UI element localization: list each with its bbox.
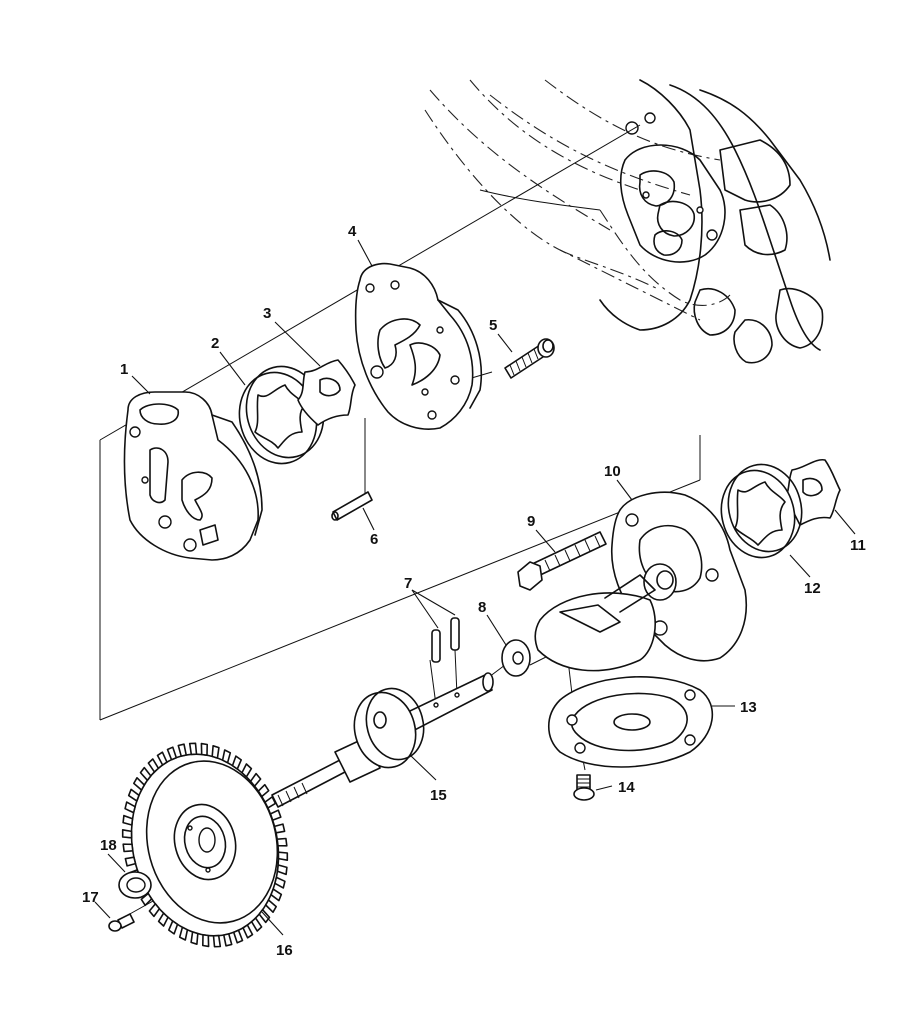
gear-tooth — [168, 920, 179, 935]
gear-tooth — [148, 903, 161, 918]
gear-tooth — [264, 899, 278, 914]
callout-6: 6 — [370, 531, 378, 548]
gear-tooth — [241, 763, 253, 778]
part-12-outer-rotor — [720, 463, 803, 559]
callout-12: 12 — [804, 580, 821, 597]
gear-tooth — [212, 934, 222, 948]
gear-tooth — [177, 743, 187, 757]
gear-tooth — [202, 933, 210, 948]
gear-tooth — [221, 749, 232, 764]
gear-tooth — [200, 742, 208, 757]
callout-11: 11 — [850, 537, 866, 554]
callout-13: 13 — [740, 699, 757, 716]
callout-9: 9 — [527, 513, 535, 530]
gear-tooth — [232, 929, 244, 944]
callout-2: 2 — [211, 335, 219, 352]
gear-tooth — [249, 772, 262, 787]
gear-tooth — [121, 828, 133, 839]
part-16-gear — [121, 742, 289, 948]
gear-tooth — [147, 758, 160, 773]
gear-tooth — [270, 888, 283, 902]
engine-housing — [424, 79, 831, 364]
part-9-long-bolt — [517, 531, 607, 591]
part-14-screw — [573, 774, 595, 801]
gear-tooth — [122, 814, 134, 826]
callout-labels: 1 2 3 4 5 6 7 8 9 10 11 12 13 14 15 16 1… — [82, 223, 866, 959]
part-17-screw — [108, 913, 135, 932]
gear-tooth — [122, 843, 134, 853]
gear-tooth — [139, 766, 152, 782]
gear-tooth — [231, 755, 242, 770]
gear-tooth — [140, 892, 153, 907]
part-1-pump-plate — [123, 391, 263, 561]
callout-15: 15 — [430, 787, 447, 804]
gear-tooth — [250, 917, 263, 932]
gear-tooth — [178, 926, 189, 941]
callout-10: 10 — [604, 463, 621, 480]
part-6-dowel-pin — [331, 491, 373, 521]
callout-5: 5 — [489, 317, 497, 334]
callout-16: 16 — [276, 942, 293, 959]
callout-leaders — [94, 239, 856, 936]
part-18-ring — [118, 871, 152, 899]
part-7-pins — [431, 617, 460, 663]
part-8-washer — [501, 639, 531, 677]
callout-8: 8 — [478, 599, 486, 616]
callout-3: 3 — [263, 305, 271, 322]
gear-tooth — [166, 746, 178, 761]
callout-4: 4 — [348, 223, 357, 240]
gear-tooth — [242, 924, 254, 939]
callout-14: 14 — [618, 779, 635, 796]
gear-tooth — [211, 744, 220, 759]
gear-tooth — [156, 751, 168, 766]
gear-tooth — [133, 776, 146, 791]
part-15-shaft — [271, 672, 494, 808]
gear-tooth — [276, 837, 288, 847]
callout-17: 17 — [82, 889, 99, 906]
gear-tooth — [223, 933, 233, 947]
gear-tooth — [276, 864, 288, 876]
part-13-gasket — [548, 676, 714, 768]
gear-tooth — [124, 801, 136, 814]
callout-1: 1 — [120, 361, 128, 378]
part-5-bolt — [504, 338, 555, 379]
gear-tooth — [274, 876, 286, 889]
gear-tooth — [127, 788, 140, 802]
gear-tooth — [124, 856, 137, 867]
gear-tooth — [258, 908, 271, 924]
gear-tooth — [188, 742, 198, 756]
part-3-inner-rotor — [297, 359, 356, 426]
callout-7: 7 — [404, 575, 412, 592]
callout-18: 18 — [100, 837, 117, 854]
part-4-pump-cover — [354, 262, 483, 430]
part-10-pump-housing — [534, 491, 748, 672]
gear-tooth — [277, 851, 289, 862]
gear-tooth — [157, 912, 169, 927]
gear-tooth — [190, 931, 199, 946]
